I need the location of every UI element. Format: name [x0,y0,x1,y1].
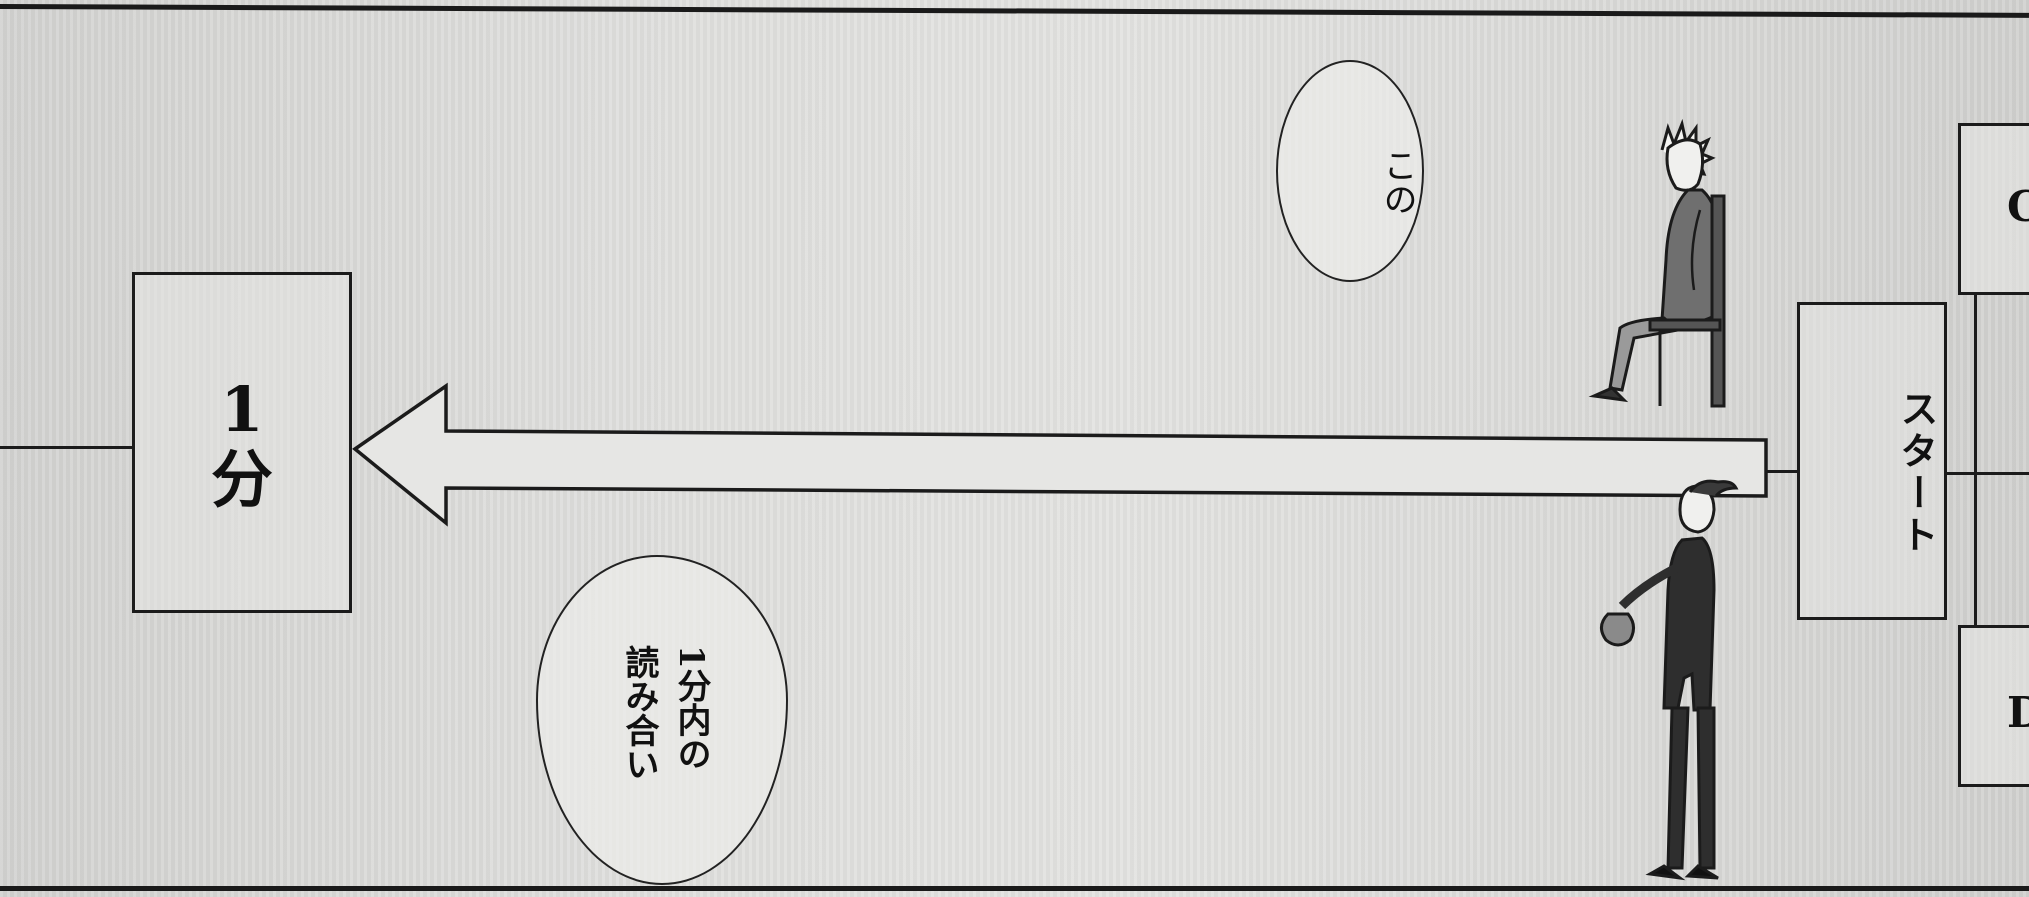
right-flow-line [1946,472,2029,475]
edge-vertical-line [1974,292,1977,627]
speech-bubble-bottom-text: 1分内の 読み合い [619,645,711,781]
speech-bubble-top-text: この [1377,148,1417,216]
standing-character-illustration [1600,479,1739,881]
edge-box-top-letter: C [2007,182,2029,231]
start-box: スタート [1797,302,1947,620]
start-connector-line [1766,470,1798,473]
speech-bubble-bottom: 1分内の 読み合い [536,555,788,885]
seated-character-illustration [1588,118,1726,408]
left-flow-line [0,446,133,449]
one-minute-label: 1 分 [210,373,273,516]
edge-box-bottom: D [1958,625,2029,787]
start-label: スタート [1894,389,1939,557]
edge-box-bottom-letter: D [2007,688,2029,737]
edge-box-top: C [1958,123,2029,295]
one-minute-box: 1 分 [132,272,352,613]
panel-bottom-border [0,886,2029,891]
speech-bubble-top: この [1276,60,1424,282]
